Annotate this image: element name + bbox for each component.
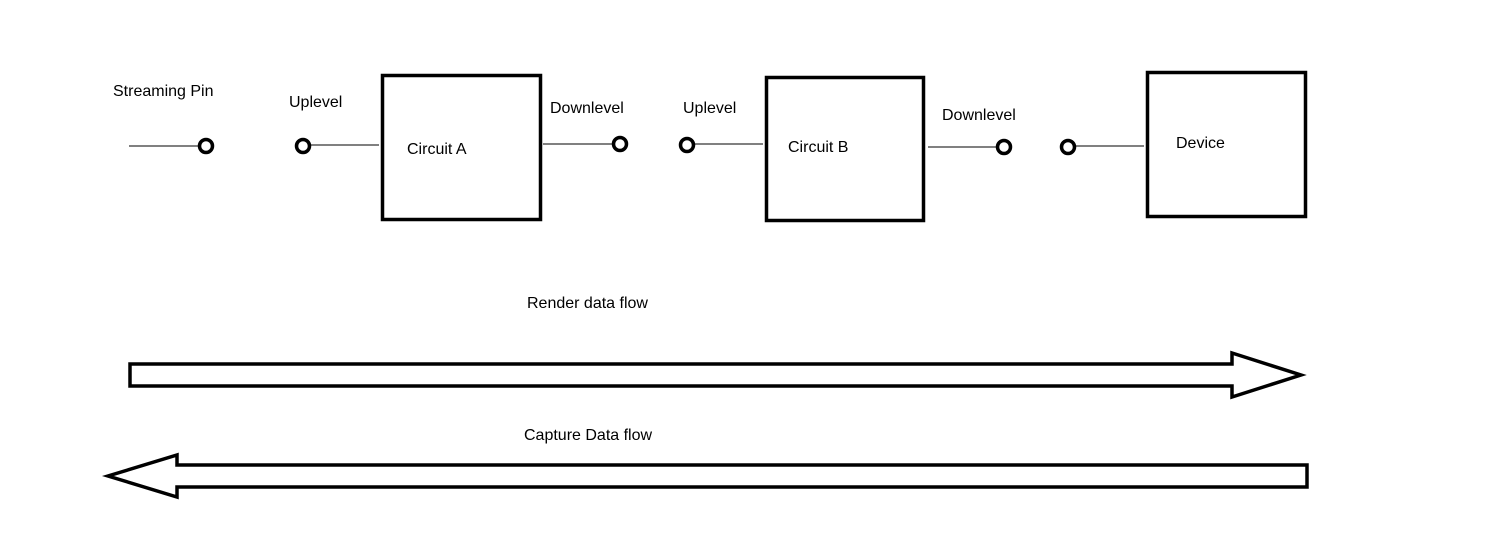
render-flow-label: Render data flow (527, 295, 648, 312)
capture-flow-label: Capture Data flow (524, 427, 653, 444)
circuit-b-box (764, 75, 926, 223)
circuit-a-label: Circuit A (407, 141, 467, 158)
circuit-a-box (380, 73, 543, 222)
circuit-b: Circuit B (764, 75, 926, 223)
circuit-a-uplevel-pin: Uplevel (289, 94, 379, 155)
device-pin (1059, 138, 1144, 156)
device-label: Device (1176, 135, 1225, 152)
circuit-b-label: Circuit B (788, 139, 848, 156)
circuit-b-uplevel-label: Uplevel (683, 100, 736, 117)
device-box (1145, 70, 1308, 219)
capture-flow-arrow (101, 452, 1309, 500)
circuit-b-downlevel-label: Downlevel (942, 107, 1016, 124)
circuit-a-uplevel-connector (294, 137, 312, 155)
circuit-a-downlevel-pin: Downlevel (543, 100, 629, 153)
render-data-flow: Render data flow (128, 295, 1307, 400)
circuit-b-downlevel-connector (995, 138, 1013, 156)
circuit-a: Circuit A (380, 73, 543, 222)
device-pin-connector (1059, 138, 1077, 156)
render-flow-arrow (128, 350, 1307, 400)
circuit-b-downlevel-pin: Downlevel (928, 107, 1016, 156)
circuit-a-uplevel-label: Uplevel (289, 94, 342, 111)
circuit-a-downlevel-label: Downlevel (550, 100, 624, 117)
streaming-pin-connector (197, 137, 215, 155)
circuit-b-uplevel-connector (678, 136, 696, 154)
circuit-b-uplevel-pin: Uplevel (678, 100, 763, 154)
streaming-pin-label: Streaming Pin (113, 83, 214, 100)
capture-data-flow: Capture Data flow (101, 427, 1309, 500)
streaming-pin: Streaming Pin (113, 83, 215, 155)
circuit-a-downlevel-connector (611, 135, 629, 153)
device: Device (1145, 70, 1308, 219)
